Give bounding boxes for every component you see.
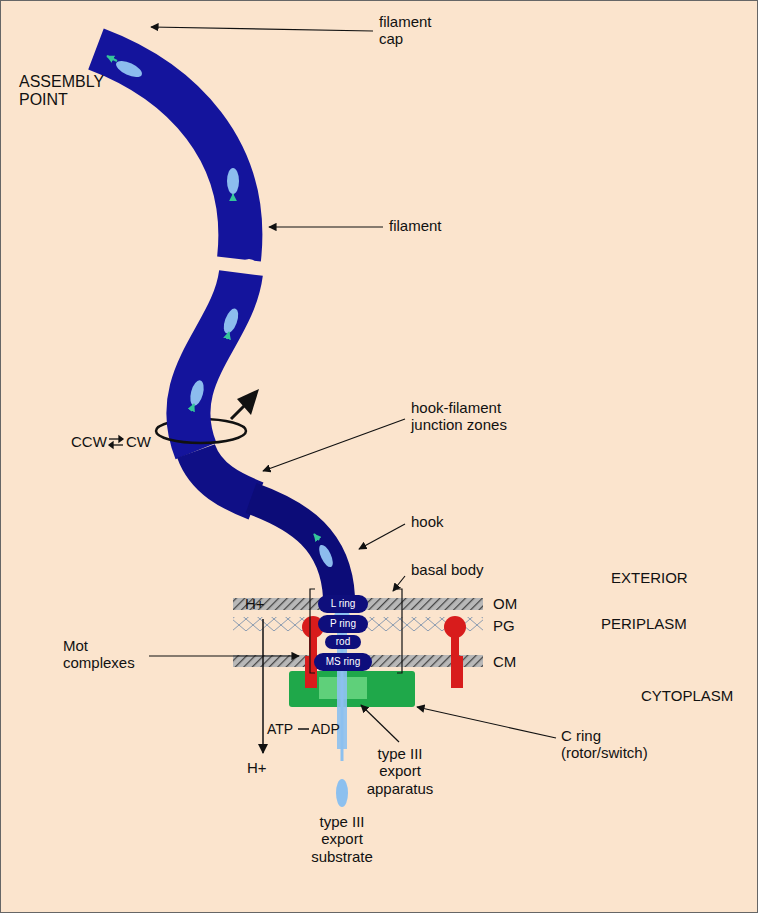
part-label: PERIPLASM	[601, 615, 687, 632]
part-label: PG	[493, 617, 515, 634]
part-label: hook	[411, 513, 444, 530]
switch-arrows	[109, 436, 123, 448]
part-label: CM	[493, 653, 516, 670]
part-label: rod	[336, 637, 350, 647]
flagellum	[96, 49, 339, 597]
part-label: H+	[247, 759, 267, 776]
part-label: OM	[493, 595, 517, 612]
part-label: ASSEMBLY POINT	[19, 73, 129, 110]
ring-part: P ring	[318, 615, 368, 633]
part-label: type III export substrate	[301, 813, 383, 865]
part-label: ATP	[267, 721, 293, 737]
rotation-arrow	[156, 389, 259, 443]
part-label: L ring	[331, 599, 356, 609]
part-label: basal body	[411, 561, 484, 578]
part-label: P ring	[330, 619, 356, 629]
bracket	[310, 589, 402, 673]
ring-part: MS ring	[314, 653, 372, 671]
ring-part: L ring	[318, 595, 368, 613]
part-label: MS ring	[326, 657, 360, 667]
part-label: hook-filament junction zones	[411, 399, 531, 434]
part-label: ADP	[311, 721, 340, 737]
mot-complex	[302, 616, 466, 688]
leader-line	[149, 27, 556, 742]
proton-arrow	[262, 619, 264, 753]
part-label: filament cap	[379, 13, 451, 48]
part-label: filament	[389, 217, 442, 234]
part-label: H+	[245, 595, 265, 612]
part-label: type III export apparatus	[359, 745, 441, 797]
part-label: CCW	[71, 433, 107, 450]
part-label: CYTOPLASM	[641, 687, 733, 704]
reaction-dash	[298, 728, 309, 730]
part-label: CW	[126, 433, 151, 450]
part-label: C ring (rotor/switch)	[561, 727, 681, 762]
part-label: EXTERIOR	[611, 569, 688, 586]
part-label: Mot complexes	[63, 637, 145, 672]
ring-part: rod	[325, 635, 361, 649]
